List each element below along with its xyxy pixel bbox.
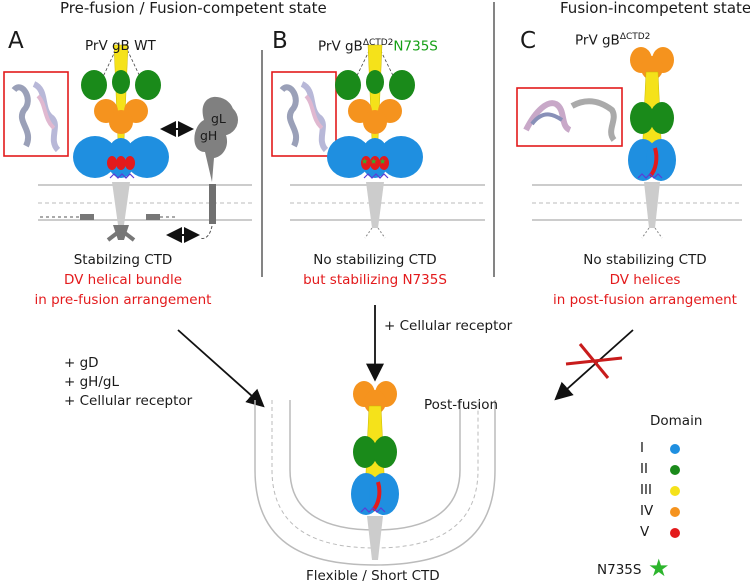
header-prefusion: Pre-fusion / Fusion-competent state <box>60 0 327 17</box>
legend-dot-5 <box>670 528 680 538</box>
panel-c-caption-line2: DV helices <box>609 272 681 288</box>
arrow-a-label-gd: + gD <box>64 355 99 371</box>
panel-b-title-mutation: N735S <box>393 38 438 55</box>
panel-c-caption: No stabilizing CTD DV helices in post-fu… <box>545 250 745 310</box>
svg-text:★: ★ <box>370 157 377 166</box>
panel-b-caption-line1: No stabilizing CTD <box>313 252 437 268</box>
panel-b-title: PrV gBΔCTD2N735S <box>318 38 438 55</box>
legend-label-1: I <box>640 440 644 456</box>
panel-a-graphics <box>3 44 252 243</box>
legend-label-4: IV <box>640 503 654 519</box>
panel-c-graphics <box>516 47 742 239</box>
panel-b-title-super: ΔCTD2 <box>362 38 394 48</box>
legend-label-2: II <box>640 461 648 477</box>
panel-dividers <box>261 2 495 277</box>
post-fusion-graphics <box>254 381 496 566</box>
panel-c-title: PrV gBΔCTD2 <box>575 32 650 49</box>
legend-dot-1 <box>670 444 680 454</box>
arrow-a-labels: + gD + gH/gL + Cellular receptor <box>64 354 192 411</box>
gh-label: gH <box>200 128 218 143</box>
arrow-a-label-ghgl: + gH/gL <box>64 374 119 390</box>
panel-c-letter: C <box>520 28 537 54</box>
post-fusion-caption: Flexible / Short CTD <box>306 568 440 584</box>
panel-a-title: PrV gB WT <box>85 38 156 54</box>
panel-a-caption: Stabilzing CTD DV helical bundle in pre-… <box>28 250 218 310</box>
legend-label-3: III <box>640 482 652 498</box>
legend-swatches <box>670 444 680 538</box>
legend-label-5: V <box>640 524 650 540</box>
panel-c-caption-line3: in post-fusion arrangement <box>553 292 737 308</box>
legend-dot-2 <box>670 465 680 475</box>
panel-b-graphics: ★ ★ ★ <box>271 44 485 239</box>
panel-a-caption-line3: in pre-fusion arrangement <box>34 292 212 308</box>
panel-c-caption-line1: No stabilizing CTD <box>583 252 707 268</box>
panel-b-caption: No stabilizing CTD but stabilizing N735S <box>290 250 460 290</box>
header-fusion-incompetent: Fusion-incompetent state <box>560 0 750 17</box>
panel-b-letter: B <box>272 28 288 54</box>
blocked-cross <box>565 343 623 379</box>
svg-text:★: ★ <box>379 157 386 166</box>
legend-dot-4 <box>670 507 680 517</box>
svg-text:★: ★ <box>361 157 368 166</box>
arrow-b-label: + Cellular receptor <box>384 318 513 334</box>
panel-c-title-super: ΔCTD2 <box>619 32 651 42</box>
legend-mutation-star-icon: ★ <box>648 554 670 582</box>
legend-title: Domain <box>650 413 703 429</box>
panel-a-letter: A <box>8 28 24 54</box>
panel-a-caption-line1: Stabilzing CTD <box>73 252 173 268</box>
transition-arrows <box>177 305 634 408</box>
legend-mutation-label: N735S <box>597 562 642 578</box>
panel-c-title-prefix: PrV gB <box>575 32 620 49</box>
gl-label: gL <box>211 111 226 126</box>
post-fusion-label: Post-fusion <box>424 397 499 413</box>
legend-dot-3 <box>670 486 680 496</box>
arrow-a-to-post <box>177 329 265 408</box>
arrow-a-label-receptor: + Cellular receptor <box>64 393 193 409</box>
panel-b-caption-line2: but stabilizing N735S <box>303 272 447 288</box>
panel-a-caption-line2: DV helical bundle <box>63 272 183 288</box>
panel-b-title-prefix: PrV gB <box>318 38 363 55</box>
